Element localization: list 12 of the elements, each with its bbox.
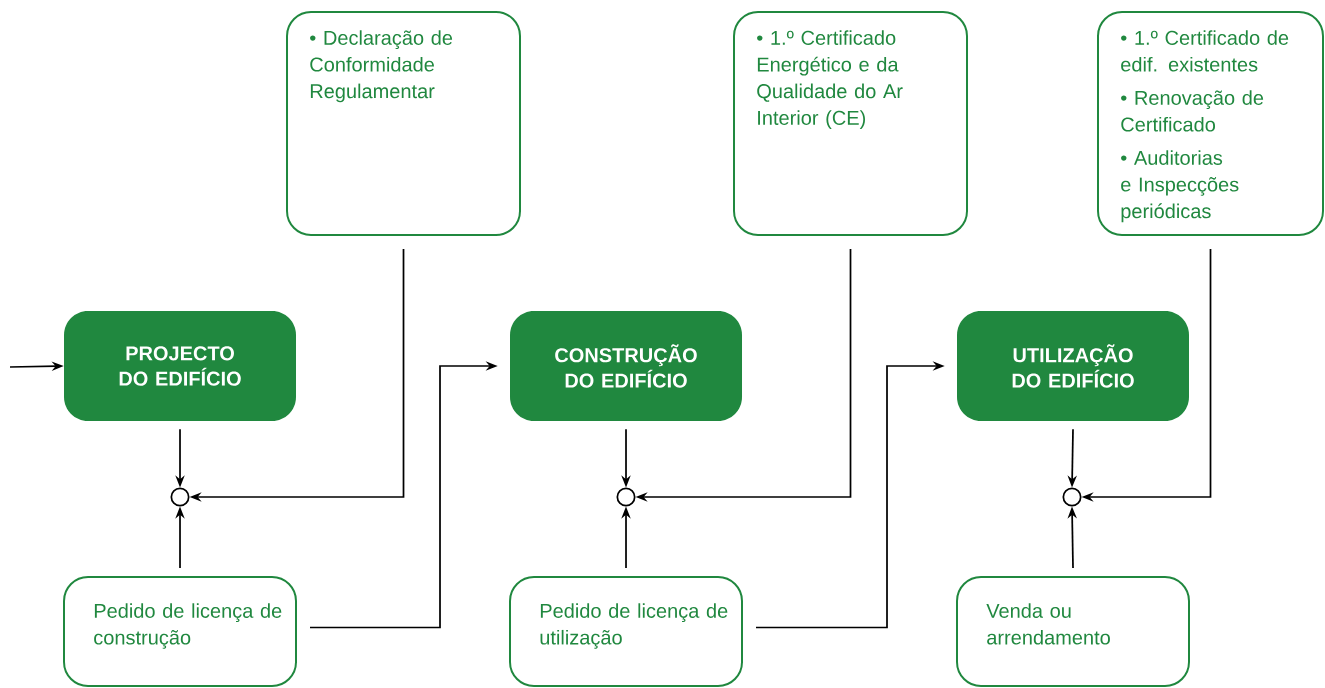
document-box: • Declaração de Conformidade Regulamentar <box>286 11 521 236</box>
request-box: Pedido de licença de construção <box>63 576 297 687</box>
request-box: Pedido de licença de utilização <box>509 576 743 687</box>
process-box: UTILIZAÇÃO DO EDIFÍCIO <box>957 311 1189 421</box>
document-box: • 1.º Certificado de edif. existentes • Renovação de Certificado • Auditorias e Inspecções periódicas <box>1097 11 1324 236</box>
junction-circle <box>1062 487 1082 507</box>
request-box: Venda ou arrendamento <box>956 576 1190 687</box>
document-box: • 1.º Certificado Energético e da Qualidade do Ar Interior (CE) <box>733 11 968 236</box>
junction-circle <box>616 487 636 507</box>
process-box: CONSTRUÇÃO DO EDIFÍCIO <box>510 311 742 421</box>
process-box: PROJECTO DO EDIFÍCIO <box>64 311 296 421</box>
junction-circle <box>170 487 190 507</box>
